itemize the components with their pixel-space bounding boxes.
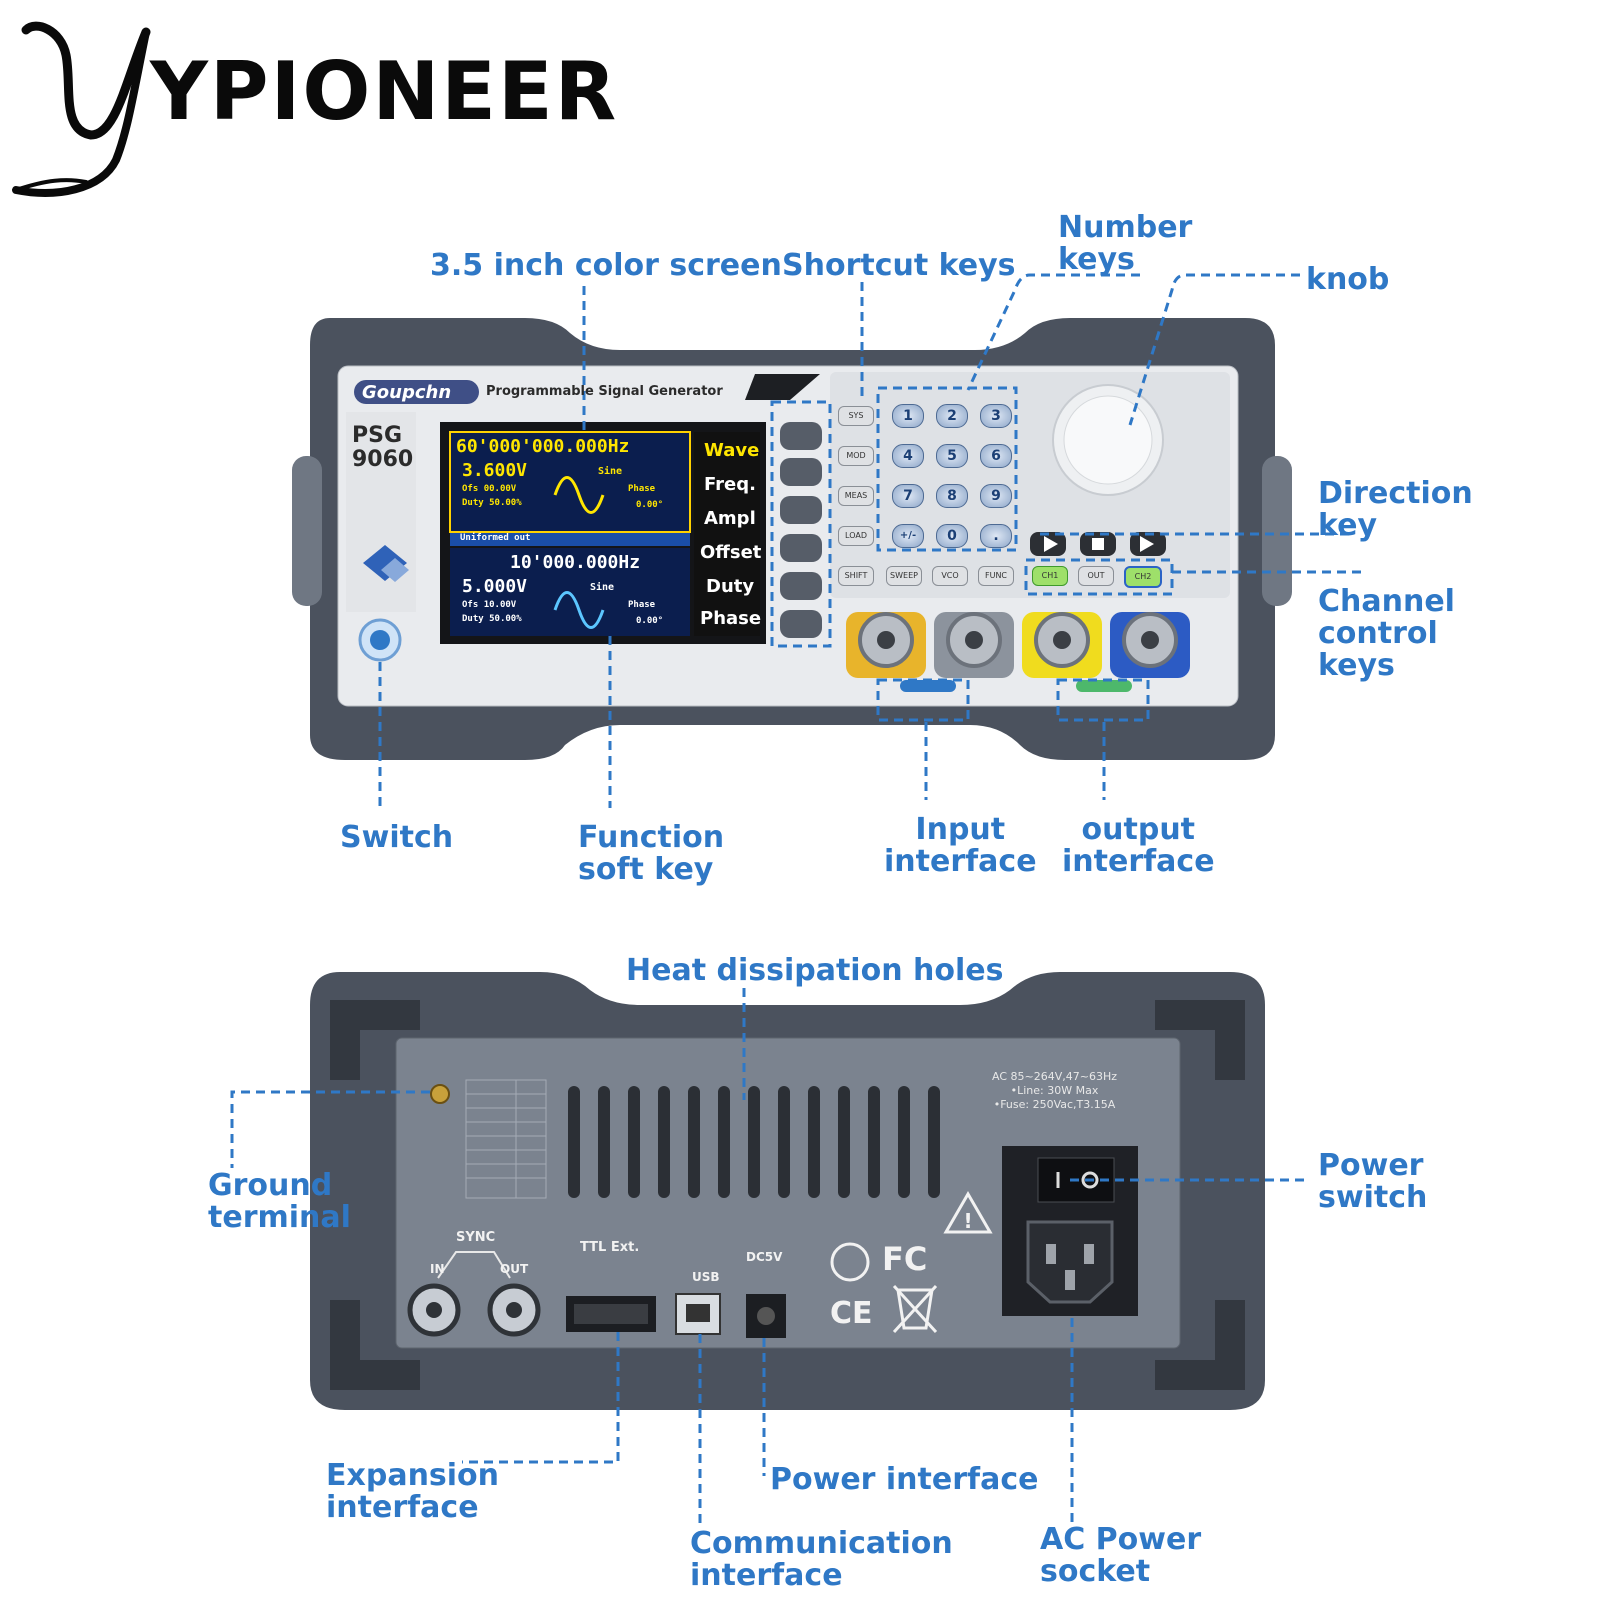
dc-label: DC5V [746, 1250, 783, 1264]
ttl-label: TTL Ext. [580, 1240, 640, 1255]
power-spec-text: AC 85~264V,47~63Hz •Line: 30W Max •Fuse:… [992, 1070, 1117, 1111]
number-key-2[interactable]: 2 [936, 404, 968, 428]
ch2-offset: Ofs 10.00V [462, 600, 517, 610]
callout-power-interface: Power interface [770, 1462, 1039, 1497]
soft-key-buttons [780, 422, 822, 638]
softkey-label-phase: Phase [700, 608, 762, 629]
warning-icon [943, 1191, 993, 1234]
ground-terminal [430, 1084, 450, 1104]
device-brand: Goupchn [362, 382, 452, 403]
number-key-6[interactable]: 6 [980, 444, 1012, 468]
softkey-label-offset: Offset [700, 542, 762, 563]
left-handle [292, 456, 322, 606]
ch1-frequency: 60'000'000.000Hz [456, 436, 630, 457]
ch2-waveform [553, 591, 605, 629]
brand-logo-mark [12, 21, 151, 197]
sweep-key[interactable]: SWEEP [886, 566, 922, 586]
number-key-4[interactable]: 4 [892, 444, 924, 468]
svg-text:!: ! [963, 1209, 972, 1233]
softkey-label-ampl: Ampl [704, 508, 756, 529]
ch2-duty: Duty 50.00% [462, 614, 522, 624]
sync-in-label: IN [430, 1262, 445, 1276]
ch1-key[interactable]: CH1 [1032, 566, 1068, 586]
usb-label: USB [692, 1270, 720, 1284]
ce-mark: CE [830, 1296, 873, 1331]
shortcut-key-mod[interactable]: MOD [838, 446, 874, 466]
ch1-duty: Duty 50.00% [462, 498, 522, 508]
bnc-connectors [846, 612, 1190, 678]
device-model: PSG 9060 [352, 423, 414, 472]
right-handle [1262, 456, 1292, 606]
device-brand-badge [354, 380, 479, 404]
spec-table [465, 1079, 547, 1199]
func-key[interactable]: FUNC [978, 566, 1014, 586]
ch1-display-area [450, 432, 690, 532]
ch1-amplitude: 3.600V [462, 460, 528, 481]
number-key-5[interactable]: 5 [936, 444, 968, 468]
number-key-1[interactable]: 1 [892, 404, 924, 428]
weee-bin-icon [896, 1288, 934, 1330]
brand-name: YPIONEER [150, 45, 619, 138]
softkey-label-wave: Wave [704, 440, 760, 461]
shortcut-key-meas[interactable]: MEAS [838, 486, 874, 506]
ch2-phase-label: Phase [628, 600, 656, 610]
heat-slots [568, 1086, 940, 1198]
number-key-dot[interactable]: . [980, 524, 1012, 548]
number-key-sign[interactable]: +/- [892, 524, 924, 548]
mode-bar: Uniformed out [460, 533, 531, 543]
recycle-icon [830, 1242, 870, 1282]
shortcut-key-load[interactable]: LOAD [838, 526, 874, 546]
shortcut-key-sys[interactable]: SYS [838, 406, 874, 426]
callout-heat-dissipation: Heat dissipation holes [626, 953, 1004, 988]
ch1-offset: Ofs 00.00V [462, 484, 517, 494]
shortcut-key-shift[interactable]: SHIFT [838, 566, 874, 586]
ch1-phase-label: Phase [628, 484, 656, 494]
out-key[interactable]: OUT [1078, 566, 1114, 586]
callout-switch: Switch [340, 820, 454, 855]
sync-label: SYNC [456, 1230, 496, 1245]
number-key-7[interactable]: 7 [892, 484, 924, 508]
ch1-phase: 0.00° [636, 500, 664, 510]
ch2-phase: 0.00° [636, 616, 664, 626]
vco-key[interactable]: VCO [932, 566, 968, 586]
softkey-label-freq: Freq. [704, 474, 756, 495]
ch2-frequency: 10'000.000Hz [510, 552, 641, 573]
ch1-waveform [553, 476, 605, 514]
ch2-amplitude: 5.000V [462, 576, 528, 597]
fcc-mark: FC [882, 1240, 928, 1278]
device-subtitle: Programmable Signal Generator [486, 384, 723, 399]
ch2-waveform-type: Sine [590, 582, 615, 593]
callout-color-screen: 3.5 inch color screen [430, 248, 782, 283]
ch1-waveform-type: Sine [598, 466, 623, 477]
ac-inlet [1026, 1220, 1114, 1304]
callout-knob: knob [1306, 262, 1390, 297]
direction-keys [1030, 532, 1166, 556]
number-key-8[interactable]: 8 [936, 484, 968, 508]
softkey-label-duty: Duty [706, 576, 755, 597]
number-key-3[interactable]: 3 [980, 404, 1012, 428]
ch2-key[interactable]: CH2 [1124, 566, 1162, 588]
number-key-0[interactable]: 0 [936, 524, 968, 548]
number-key-9[interactable]: 9 [980, 484, 1012, 508]
callout-shortcut-keys: Shortcut keys [782, 248, 1016, 283]
sync-out-label: OUT [500, 1262, 529, 1276]
